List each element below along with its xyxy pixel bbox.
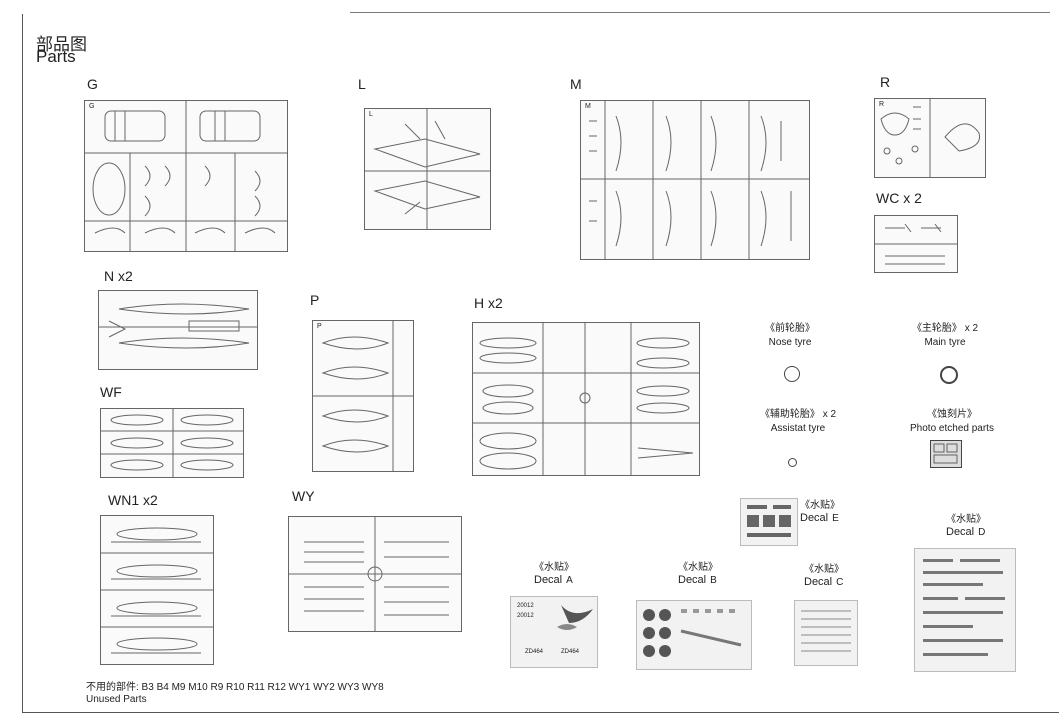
main-tyre-en: Main tyre <box>924 337 966 348</box>
sprue-h-drawing <box>473 323 699 475</box>
sprue-label-n: N x2 <box>104 268 133 284</box>
decal-a-code-3: ZD464 <box>525 649 544 655</box>
sprue-label-r: R <box>880 74 891 90</box>
sprue-p-drawing <box>313 321 413 471</box>
sprue-l-drawing <box>365 109 490 229</box>
decal-a-code-4: ZD464 <box>561 649 580 655</box>
decal-e-cn: 《水贴》 <box>800 500 840 511</box>
decal-sheet-d <box>914 548 1016 672</box>
decal-sheet-c <box>794 600 858 666</box>
sprue-wc <box>874 215 958 273</box>
assistat-tyre-caption: 《辅助轮胎》 x 2 Assistat tyre <box>748 408 848 436</box>
sprue-r: R <box>874 98 986 178</box>
sprue-wn1-drawing <box>101 527 213 654</box>
nose-tyre-caption: 《前轮胎》 Nose tyre <box>748 322 832 350</box>
sprue-label-l: L <box>358 76 366 92</box>
decal-c-en: Decal <box>804 576 833 588</box>
sprue-tag-l: L <box>369 111 373 118</box>
top-rule <box>350 12 1050 13</box>
sprue-m: M <box>580 100 810 260</box>
decal-a-art <box>557 605 593 630</box>
main-tyre-cn: 《主轮胎》 <box>911 323 962 334</box>
decal-b-cn: 《水贴》 <box>678 562 718 573</box>
unused-parts-list: 不用的部件: B3 B4 M9 M10 R9 R10 R11 R12 WY1 W… <box>86 682 384 693</box>
sprue-n <box>98 290 258 370</box>
main-tyre-qty: x 2 <box>964 323 979 334</box>
decal-c-art <box>801 610 851 652</box>
decal-sheet-e <box>740 498 798 546</box>
decal-d-letter: D <box>978 527 986 538</box>
sprue-label-wf: WF <box>100 384 122 400</box>
main-tyre-icon <box>940 366 958 384</box>
page-title-en: Parts <box>36 47 76 66</box>
decal-c-cn: 《水贴》 <box>804 564 844 575</box>
sprue-g: G <box>84 100 288 252</box>
photo-etched-fret <box>930 440 962 468</box>
decal-d-art <box>923 559 1005 656</box>
main-tyre-caption: 《主轮胎》 x 2 Main tyre <box>900 322 990 350</box>
unused-parts-label: Unused Parts <box>86 694 147 705</box>
sprue-g-drawing <box>85 101 287 251</box>
decal-b-art <box>643 609 742 657</box>
sprue-tag-r: R <box>879 101 885 108</box>
nose-tyre-cn: 《前轮胎》 <box>765 323 815 334</box>
sprue-wf-drawing <box>101 409 243 477</box>
sprue-n-drawing <box>99 303 257 349</box>
photo-etched-caption: 《蚀刻片》 Photo etched parts <box>900 408 1004 436</box>
sprue-wy-drawing <box>289 517 461 631</box>
sprue-wy <box>288 516 462 632</box>
sprue-label-wc: WC x 2 <box>876 190 922 206</box>
sprue-wn1 <box>100 515 214 665</box>
sprue-label-wy: WY <box>292 488 315 504</box>
nose-tyre-en: Nose tyre <box>768 337 812 348</box>
decal-b-en: Decal <box>678 574 707 586</box>
page-frame <box>22 14 1059 713</box>
sprue-m-drawing <box>581 101 809 259</box>
sprue-label-wn1: WN1 x2 <box>108 492 158 508</box>
sprue-wf <box>100 408 244 478</box>
decal-sheet-a: 20012 20012 ZD464 ZD464 <box>510 596 598 668</box>
sprue-h <box>472 322 700 476</box>
sprue-l: L <box>364 108 491 230</box>
decal-e-letter: E <box>832 513 839 524</box>
decal-e-art <box>747 505 791 537</box>
decal-a-code-1: 20012 <box>517 603 534 609</box>
photo-etched-drawing <box>933 443 958 464</box>
decal-sheet-b <box>636 600 752 670</box>
sprue-tag-p: P <box>317 323 322 330</box>
decal-e-en: Decal <box>800 512 829 524</box>
decal-d-en: Decal <box>946 526 975 538</box>
sprue-label-p: P <box>310 292 320 308</box>
sprue-label-g: G <box>87 76 98 92</box>
photo-etched-cn: 《蚀刻片》 <box>927 409 977 420</box>
decal-c-letter: C <box>836 577 844 588</box>
sprue-p: P <box>312 320 414 472</box>
sprue-tag-m: M <box>585 103 591 110</box>
sprue-label-m: M <box>570 76 582 92</box>
sprue-tag-g: G <box>89 103 95 110</box>
decal-a-cn: 《水贴》 <box>534 562 574 573</box>
assistat-tyre-icon <box>788 458 797 467</box>
page-title-cn: 部品图 <box>36 35 87 54</box>
photo-etched-en: Photo etched parts <box>910 423 994 434</box>
decal-a-en: Decal <box>534 574 563 586</box>
assistat-tyre-cn: 《辅助轮胎》 <box>759 409 820 420</box>
decal-d-cn: 《水贴》 <box>946 514 986 525</box>
assistat-tyre-qty: x 2 <box>822 409 837 420</box>
nose-tyre-icon <box>784 366 800 382</box>
sprue-r-drawing <box>880 99 981 177</box>
decal-a-letter: A <box>566 575 573 586</box>
decal-a-code-2: 20012 <box>517 613 534 619</box>
assistat-tyre-en: Assistat tyre <box>770 423 826 434</box>
decal-b-letter: B <box>710 575 717 586</box>
sprue-wc-drawing <box>875 223 957 265</box>
sprue-label-h: H x2 <box>474 295 503 311</box>
